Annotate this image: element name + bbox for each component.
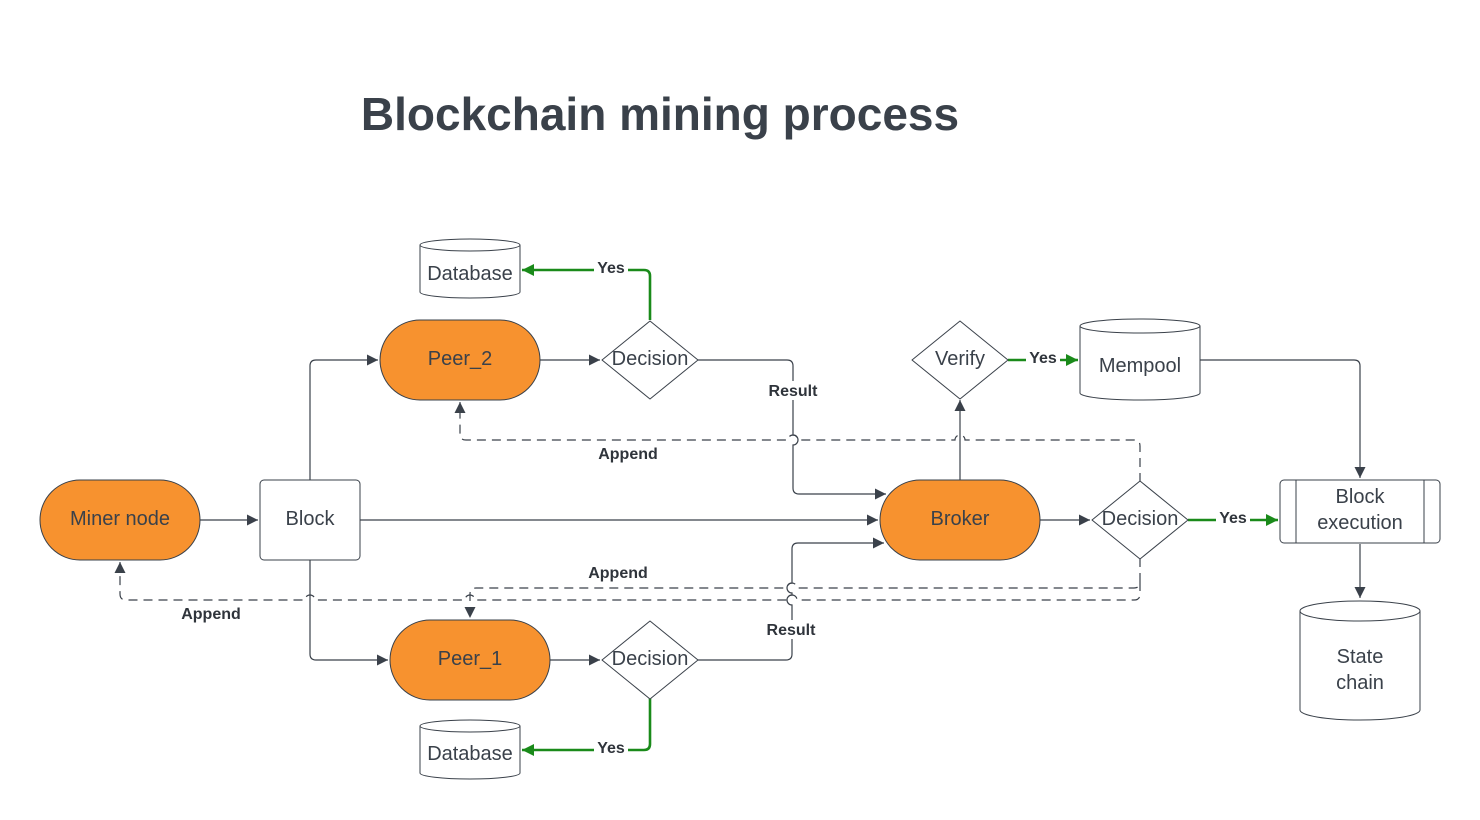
edge-mempool-to-block-execution [1200, 359, 1366, 478]
node-block-label: Block [286, 508, 336, 530]
label-append-peer1: Append [588, 565, 648, 582]
node-peer2[interactable]: Peer_2 [379, 319, 541, 401]
node-state-chain-label-line2: chain [1336, 672, 1384, 694]
edge-block-to-peer1 [309, 560, 388, 666]
node-decision-broker[interactable]: Decision [1091, 480, 1189, 560]
nodes: Miner node Block Peer_2 Peer_1 Decision … [39, 238, 1441, 780]
node-verify[interactable]: Verify [911, 320, 1009, 400]
node-decision-peer2[interactable]: Decision [601, 320, 699, 400]
label-result-peer1: Result [767, 622, 817, 639]
label-yes-mempool: Yes [1029, 350, 1057, 367]
edge-append-to-peer2 [454, 402, 1141, 482]
edge-result-peer2-to-broker [698, 359, 886, 500]
node-decision-peer1-label: Decision [612, 648, 689, 670]
edge-yes-to-database-bottom [522, 698, 652, 756]
edge-labels: Yes Yes Yes Yes Result Result Append App… [181, 259, 1250, 757]
node-mempool-label: Mempool [1099, 355, 1181, 377]
edges [114, 264, 1366, 756]
node-state-chain[interactable]: State chain [1299, 600, 1421, 721]
node-decision-peer1[interactable]: Decision [601, 620, 699, 700]
node-database-bottom[interactable]: Database [419, 719, 521, 780]
label-yes-block-execution: Yes [1219, 510, 1247, 527]
label-yes-database-bottom: Yes [597, 740, 625, 757]
node-block-execution-label-line2: execution [1317, 512, 1403, 534]
node-verify-label: Verify [935, 348, 985, 370]
edge-block-to-peer2 [309, 354, 378, 480]
node-decision-broker-label: Decision [1102, 508, 1179, 530]
node-broker-label: Broker [931, 508, 990, 530]
node-decision-peer2-label: Decision [612, 348, 689, 370]
node-peer1-label: Peer_1 [438, 648, 503, 670]
diagram-title: Blockchain mining process [361, 88, 959, 140]
label-result-peer2: Result [769, 383, 819, 400]
node-database-bottom-label: Database [427, 743, 513, 765]
edge-append-to-peer1 [464, 558, 1141, 618]
node-peer1[interactable]: Peer_1 [389, 619, 551, 701]
node-broker[interactable]: Broker [879, 479, 1041, 561]
node-mempool[interactable]: Mempool [1079, 318, 1201, 401]
label-append-miner: Append [181, 606, 241, 623]
node-peer2-label: Peer_2 [428, 348, 493, 370]
node-block-execution[interactable]: Block execution [1279, 479, 1441, 544]
node-miner-label: Miner node [70, 508, 170, 530]
node-database-top-label: Database [427, 263, 513, 285]
node-database-top[interactable]: Database [419, 238, 521, 299]
label-append-peer2: Append [598, 446, 658, 463]
node-state-chain-label-line1: State [1337, 646, 1384, 668]
node-block-execution-label-line1: Block [1336, 486, 1386, 508]
node-miner[interactable]: Miner node [39, 479, 201, 561]
edge-result-peer1-to-broker [698, 537, 884, 661]
label-yes-database-top: Yes [597, 260, 625, 277]
edge-yes-to-database-top [522, 264, 652, 320]
node-block[interactable]: Block [259, 479, 361, 561]
edge-append-to-miner [114, 562, 1141, 601]
